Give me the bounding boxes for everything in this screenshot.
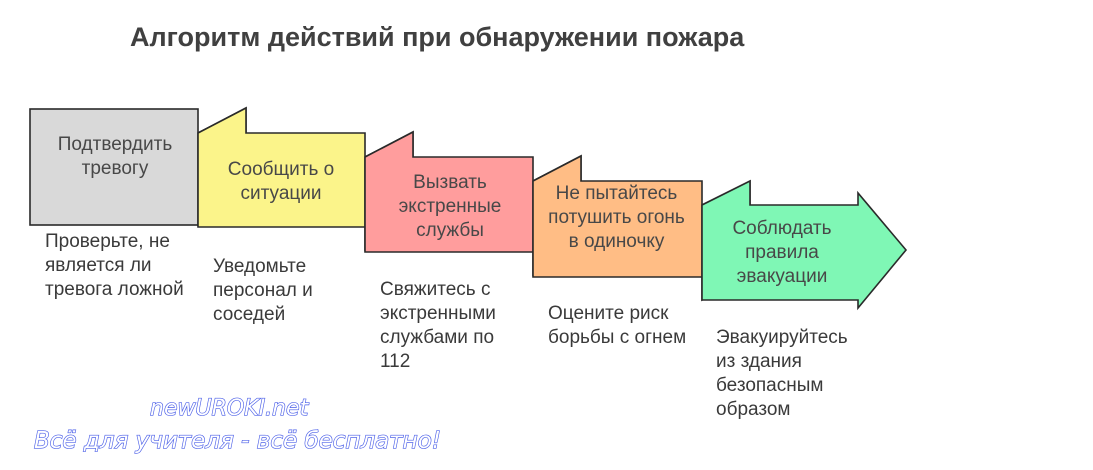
step-5-arrow [701, 179, 908, 311]
step-3-label: Вызвать экстренные службы [398, 172, 502, 241]
step-2-box [197, 106, 366, 228]
step-5-description: Эвакуируйтесь из здания безопасным образ… [716, 327, 848, 420]
step-4-description: Оцените риск борьбы с огнем [548, 303, 687, 348]
step-5-shape [701, 179, 908, 311]
watermark-slogan: Всё для учителя - всё бесплатно! [33, 427, 441, 454]
step-1-description: Проверьте, не является ли тревога ложной [45, 231, 184, 300]
step-1-label: Подтвердить тревогу [57, 134, 173, 179]
diagram-title: Алгоритм действий при обнаружении пожара [130, 22, 745, 52]
step-5-label: Соблюдать правила эвакуации [732, 218, 832, 287]
step-2-description: Уведомьте персонал и соседей [213, 256, 313, 325]
step-2-label: Сообщить о ситуации [227, 159, 335, 204]
step-3-description: Свяжитесь с экстренными службами по 112 [380, 279, 496, 372]
step-1-box [29, 108, 199, 226]
step-4-label: Не пытайтесь потушить огонь в одиночку [548, 183, 685, 252]
watermark-site: newUROKI.net [149, 395, 309, 421]
step-3-box [364, 130, 534, 253]
step-4-box [532, 154, 703, 278]
